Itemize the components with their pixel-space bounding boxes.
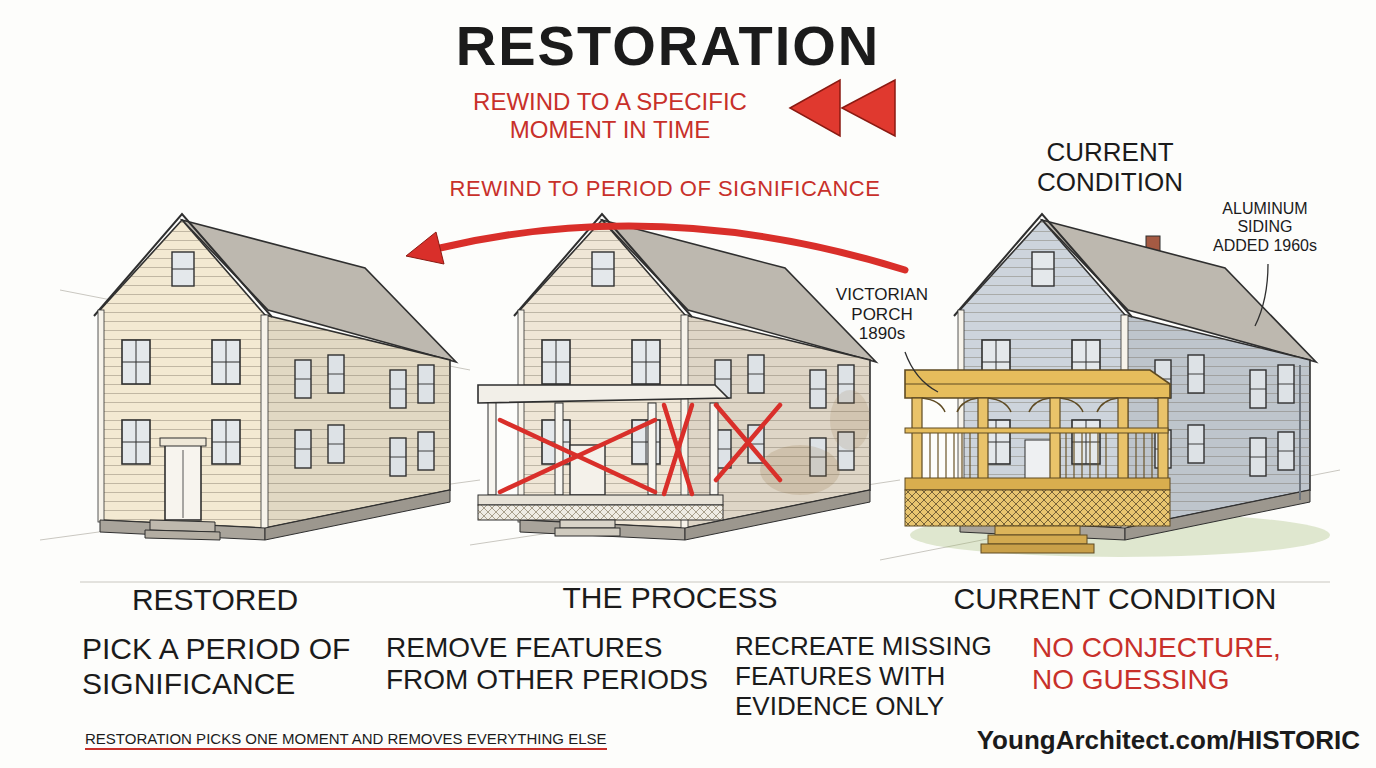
drawing-rect — [995, 526, 1080, 535]
drawing-rect — [905, 490, 1170, 526]
drawing-rect — [165, 445, 201, 520]
callout-label: VICTORIAN PORCH 1890s — [830, 285, 934, 344]
rule-text: NO CONJECTURE, NO GUESSING — [1032, 632, 1317, 696]
step-text: REMOVE FEATURES FROM OTHER PERIODS — [386, 632, 721, 696]
column-heading: RESTORED — [75, 583, 355, 618]
drawing-line — [937, 433, 938, 478]
drawing-rect — [478, 495, 723, 505]
baluster — [930, 433, 1152, 478]
drawing-rect — [488, 403, 496, 495]
drawing-rect — [905, 478, 1170, 490]
drawing-polygon — [790, 80, 840, 136]
drawing-line — [1065, 433, 1066, 478]
column-heading: CURRENT CONDITION — [925, 582, 1305, 617]
drawing-path — [905, 352, 938, 392]
drawing-rect — [1118, 398, 1128, 480]
drawing-rect — [555, 528, 620, 536]
drawing-line — [664, 405, 692, 494]
house-heading: CURRENT CONDITION — [1005, 138, 1215, 198]
drawing-rect — [648, 403, 656, 495]
drawing-path — [1255, 264, 1268, 326]
drawing-line — [1135, 433, 1136, 478]
removal-cross — [500, 405, 780, 494]
drawing-rect — [981, 544, 1094, 553]
porch-column — [912, 398, 1168, 480]
arrow-label: REWIND TO PERIOD OF SIGNIFICANCE — [425, 176, 905, 201]
drawing-rect — [1050, 398, 1060, 480]
drawing-rect — [160, 438, 206, 446]
process-house — [478, 214, 876, 540]
drawing-ellipse — [830, 390, 870, 450]
drawing-rect — [478, 505, 723, 520]
drawing-line — [500, 420, 655, 492]
drawing-polygon — [905, 370, 1170, 398]
drawing-line — [1299, 365, 1301, 500]
column-heading: THE PROCESS — [515, 581, 825, 616]
drawing-line — [1143, 433, 1144, 478]
step-text: RECREATE MISSING FEATURES WITH EVIDENCE … — [735, 632, 1023, 722]
rewind-arrow — [440, 226, 905, 270]
porch-bracket — [922, 398, 1118, 412]
drawing-polygon — [478, 385, 728, 403]
caption: RESTORATION PICKS ONE MOMENT AND REMOVES… — [85, 730, 607, 750]
drawing-line — [953, 433, 954, 478]
drawing-path — [1029, 398, 1050, 412]
drawing-line — [1097, 433, 1098, 478]
drawing-polygon — [842, 80, 895, 136]
drawing-line — [664, 405, 692, 494]
drawing-line — [1105, 433, 1106, 478]
drawing-line — [945, 433, 946, 478]
drawing-path — [1097, 398, 1118, 412]
drawing-path — [922, 398, 945, 412]
drawing-rect — [905, 428, 1168, 433]
drawing-rect — [905, 490, 1170, 526]
step-text: PICK A PERIOD OF SIGNIFICANCE — [82, 632, 367, 701]
drawing-line — [1081, 433, 1082, 478]
subtitle: REWIND TO A SPECIFIC MOMENT IN TIME — [440, 88, 780, 143]
drawing-polygon — [145, 530, 220, 540]
drawing-path — [988, 398, 1011, 412]
arrow-head — [406, 232, 444, 264]
drawing-line — [905, 384, 1170, 385]
watermark: YoungArchitect.com/HISTORIC — [920, 726, 1360, 756]
drawing-use — [94, 214, 456, 540]
leader-line — [905, 264, 1268, 392]
drawing-line — [716, 405, 780, 480]
restored-house — [94, 214, 456, 540]
drawing-rect — [978, 398, 988, 480]
drawing-line — [1089, 433, 1090, 478]
drawing-use — [514, 214, 876, 540]
drawing-line — [716, 405, 780, 480]
title: RESTORATION — [388, 14, 948, 78]
drawing-path — [1060, 398, 1083, 412]
drawing-line — [969, 433, 970, 478]
rewind-icon — [790, 80, 895, 136]
current-house — [905, 214, 1330, 557]
callout-label: ALUMINUM SIDING ADDED 1960s — [1210, 200, 1320, 255]
drawing-line — [961, 433, 962, 478]
drawing-rect — [988, 535, 1087, 544]
drawing-path — [957, 398, 978, 412]
drawing-rect — [1158, 398, 1168, 480]
drawing-line — [183, 450, 184, 518]
drawing-line — [500, 420, 655, 492]
drawing-rect — [912, 398, 922, 480]
drawing-rect — [478, 505, 723, 520]
drawing-rect — [560, 520, 615, 528]
drawing-line — [1151, 433, 1152, 478]
drawing-line — [929, 433, 930, 478]
drawing-line — [1073, 433, 1074, 478]
